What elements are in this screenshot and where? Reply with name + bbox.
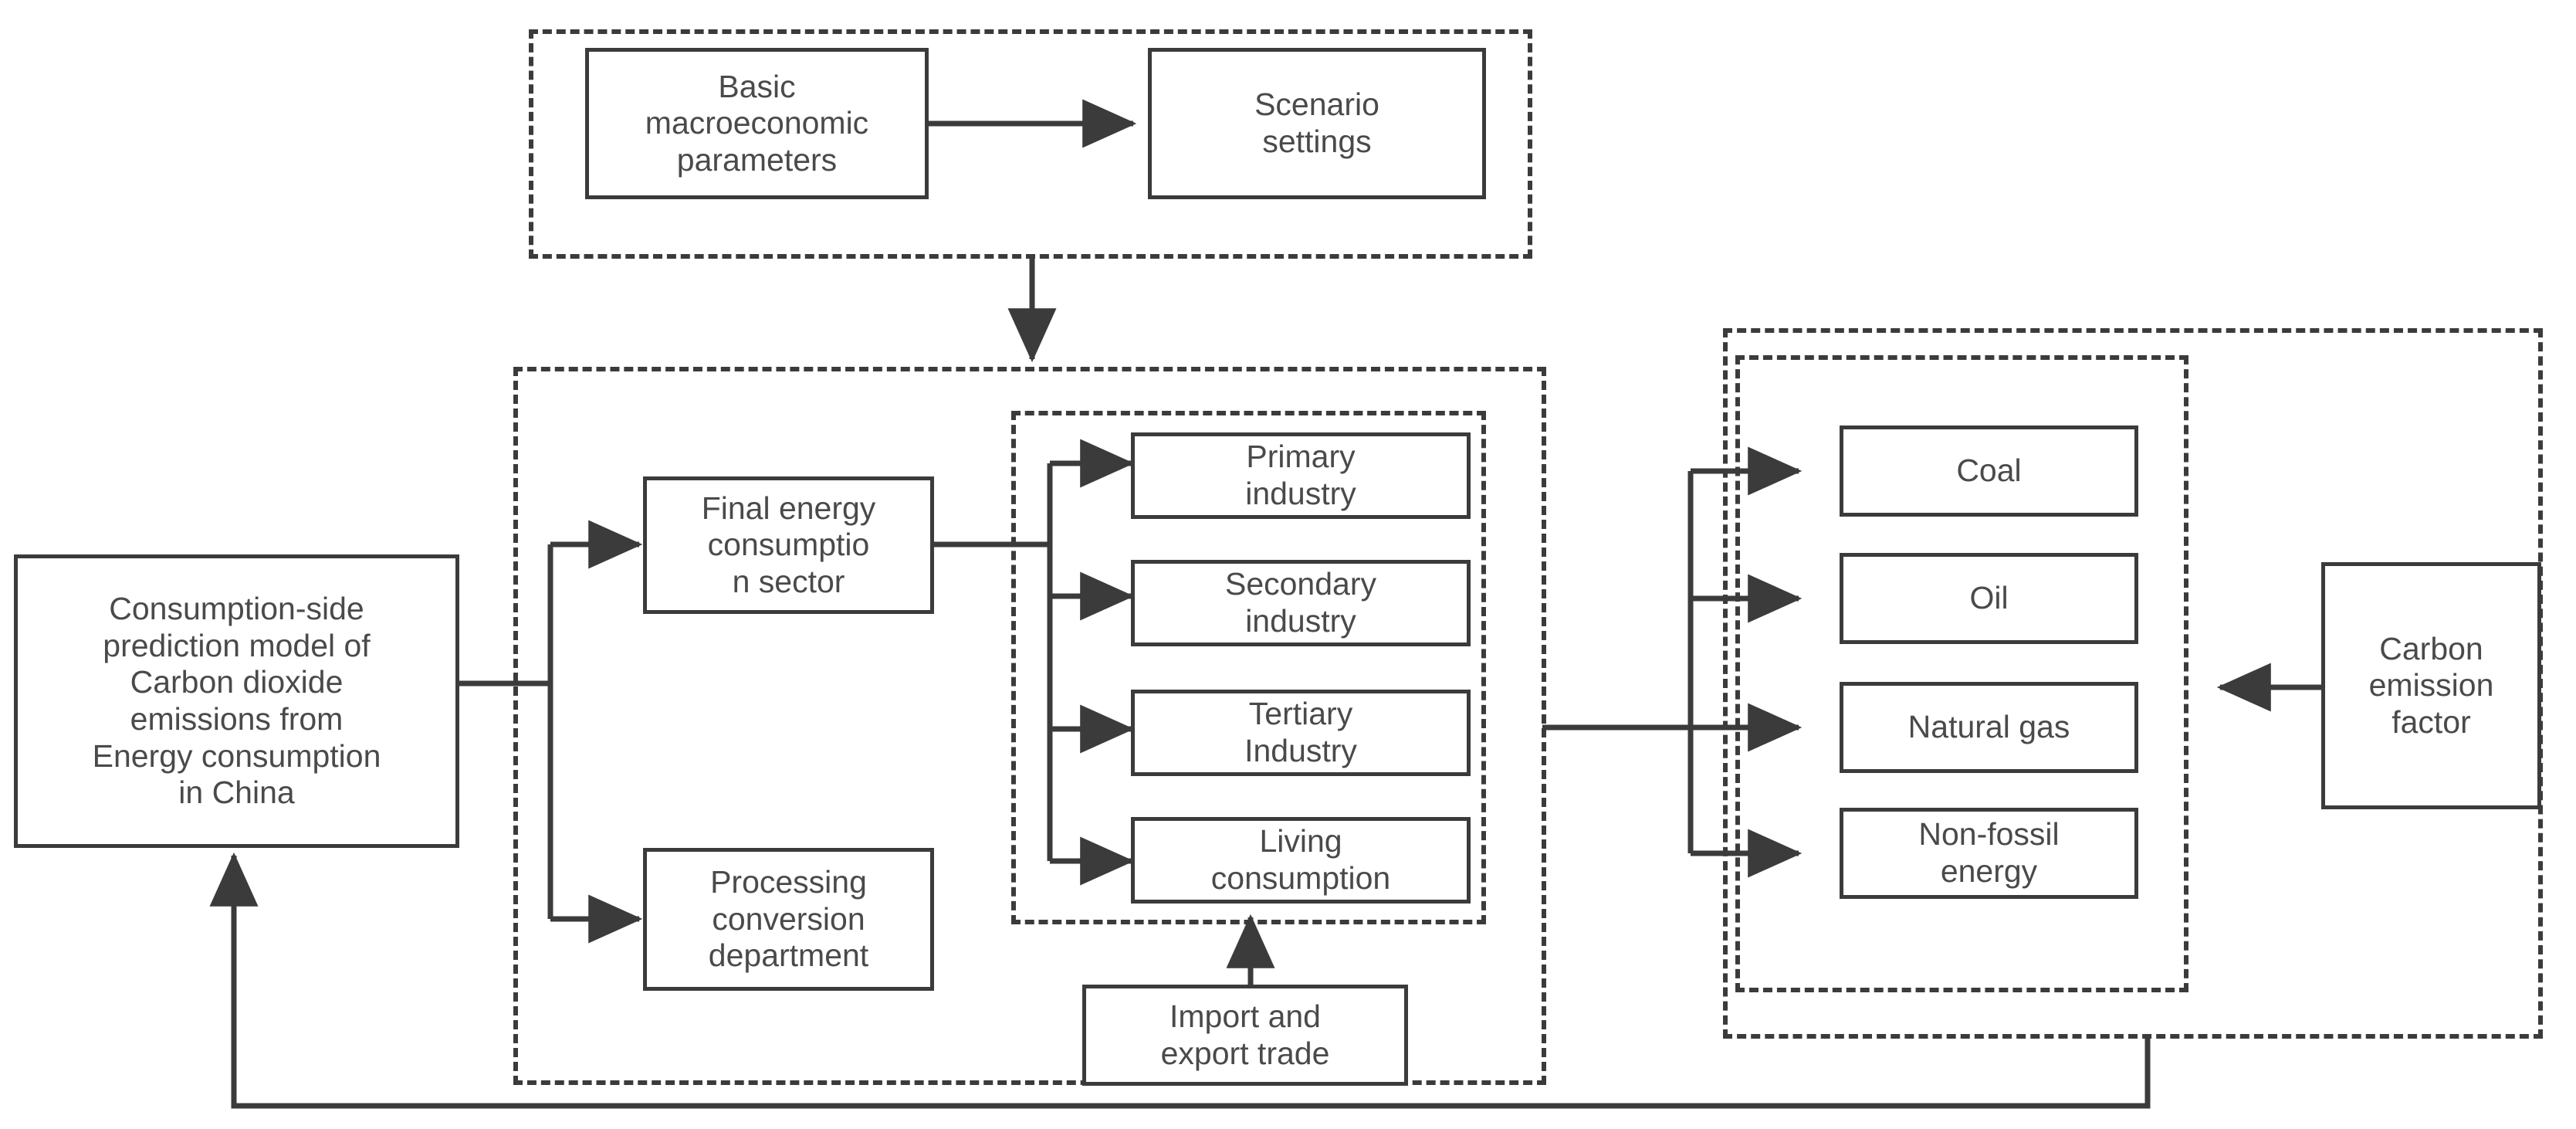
node-scenario-settings[interactable]: Scenario settings: [1148, 48, 1486, 199]
node-import-and-export-trade[interactable]: Import and export trade: [1082, 985, 1408, 1086]
node-carbon-emission-factor[interactable]: Carbon emission factor: [2321, 562, 2541, 809]
node-processing-conversion-department[interactable]: Processing conversion department: [643, 848, 934, 991]
node-tertiary-industry[interactable]: Tertiary Industry: [1131, 690, 1471, 776]
node-model[interactable]: Consumption-side prediction model of Car…: [14, 554, 459, 848]
node-primary-industry[interactable]: Primary industry: [1131, 432, 1471, 519]
node-natural-gas[interactable]: Natural gas: [1840, 682, 2138, 773]
node-final-energy-consumption-sector[interactable]: Final energy consumptio n sector: [643, 476, 934, 614]
node-secondary-industry[interactable]: Secondary industry: [1131, 560, 1471, 646]
node-oil[interactable]: Oil: [1840, 553, 2138, 644]
node-non-fossil-energy[interactable]: Non-fossil energy: [1840, 808, 2138, 899]
node-basic-macroeconomic-parameters[interactable]: Basic macroeconomic parameters: [585, 48, 929, 199]
edge-feedback-loop: [209, 852, 2151, 1109]
node-living-consumption[interactable]: Living consumption: [1131, 817, 1471, 904]
node-coal[interactable]: Coal: [1840, 425, 2138, 517]
